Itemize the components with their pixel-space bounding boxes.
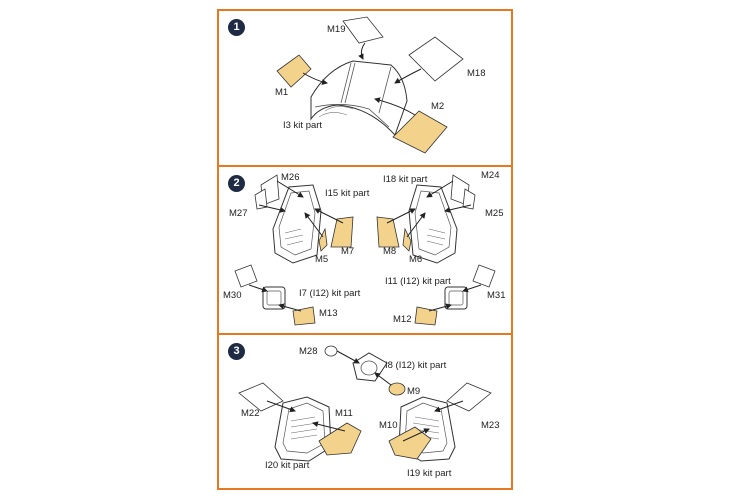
part-label-m23: M23 (481, 420, 500, 431)
part-label-m8: M8 (383, 246, 397, 257)
step-2-illustration (234, 174, 496, 326)
step-number-badge: 1 (228, 19, 245, 36)
part-label-m13: M13 (319, 308, 338, 319)
part-label-m19: M19 (327, 24, 346, 35)
part-label-m24: M24 (481, 170, 500, 181)
step-1-panel: 1 M19 M1 M18 M2 I3 kit part (217, 9, 513, 167)
step-1-illustration (276, 16, 464, 154)
part-label-m26: M26 (281, 172, 300, 183)
part-label-m27: M27 (229, 208, 248, 219)
part-label-m9: M9 (407, 386, 421, 397)
part-label-m12: M12 (393, 314, 412, 325)
part-label-m5: M5 (315, 254, 329, 265)
kit-part-label-i20: I20 kit part (265, 460, 310, 471)
part-label-m1: M1 (275, 87, 289, 98)
step-3-illustration (238, 345, 492, 462)
part-label-m6: M6 (409, 254, 423, 265)
part-label-m2: M2 (431, 101, 445, 112)
step-number-badge: 2 (228, 175, 245, 192)
part-label-m25: M25 (485, 208, 504, 219)
part-label-m11: M11 (335, 408, 353, 419)
part-label-m22: M22 (241, 408, 260, 419)
step-3-panel: 3 M28 I8 (I1 (217, 333, 513, 490)
part-label-m7: M7 (341, 246, 355, 257)
step-2-panel: 2 (217, 165, 513, 335)
kit-part-label-i15: I15 kit part (325, 188, 370, 199)
part-label-m31: M31 (487, 290, 506, 301)
step-number-badge: 3 (228, 343, 245, 360)
kit-part-label-i19: I19 kit part (407, 468, 452, 479)
part-label-m28: M28 (299, 346, 318, 357)
part-label-m30: M30 (223, 290, 242, 301)
kit-part-label-i8-i12: I8 (I12) kit part (385, 360, 447, 371)
kit-part-label-i7-i12: I7 (I12) kit part (299, 288, 361, 299)
kit-part-label-i11-i12: I11 (I12) kit part (385, 276, 451, 287)
kit-part-label-i18: I18 kit part (383, 174, 428, 185)
part-label-m18: M18 (467, 68, 486, 79)
part-label-m10: M10 (379, 420, 398, 431)
kit-part-label-i3: I3 kit part (283, 120, 323, 131)
